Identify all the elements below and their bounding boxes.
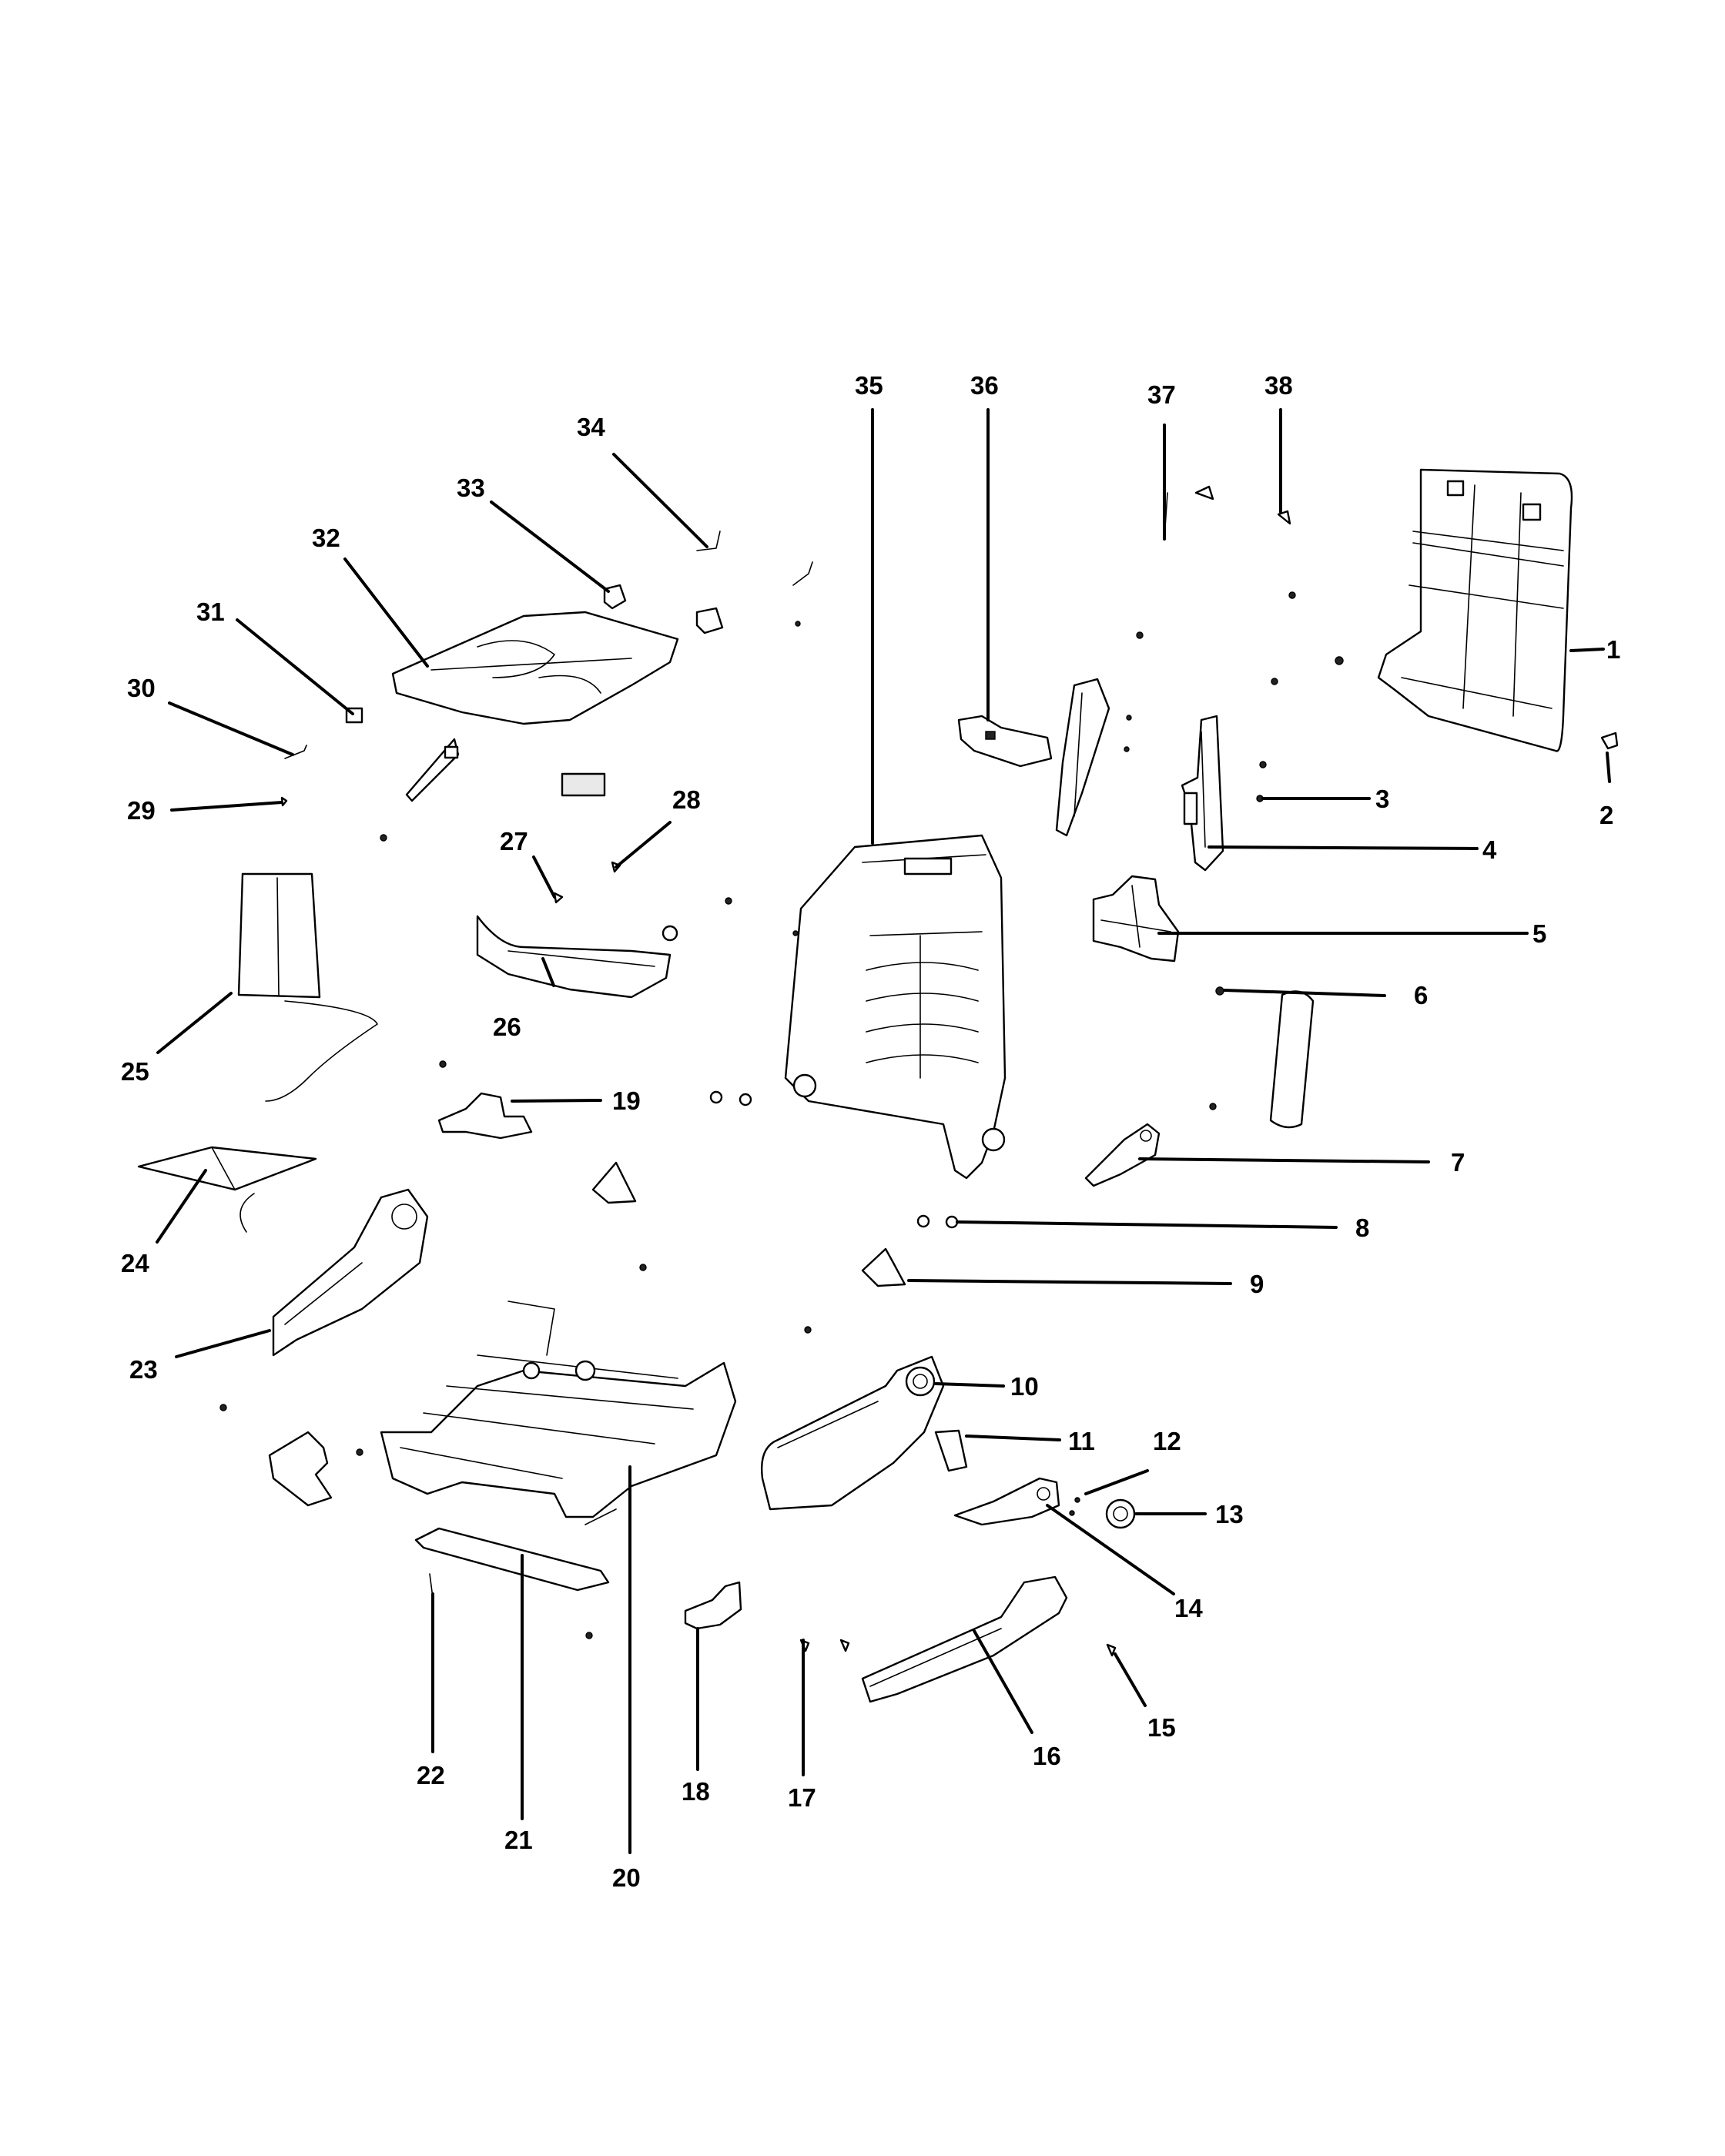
callout-14: 14: [1174, 1594, 1203, 1622]
callout-4: 4: [1482, 835, 1497, 864]
part-10-side-shield: [761, 1355, 945, 1511]
callout-labels: 1 2 3 4 5 6 7 8 9 10 11 12 13 14 15 16 1…: [121, 371, 1620, 1892]
part-16-side-trim: [861, 1575, 1068, 1703]
callout-35: 35: [855, 371, 883, 400]
leader-lines: [156, 408, 1611, 1854]
part-5-lumbar-bracket: [1092, 875, 1180, 962]
part-12-clips: [1069, 1497, 1080, 1516]
callout-19: 19: [612, 1086, 641, 1115]
part-bracket-upper: [1055, 678, 1110, 837]
callout-31: 31: [196, 598, 225, 626]
part-bumper: [695, 607, 724, 634]
callout-17: 17: [788, 1783, 816, 1812]
part-25-back-heater-mat: [237, 872, 378, 1102]
part-2-push-pin: [1600, 732, 1619, 750]
callout-37: 37: [1147, 380, 1176, 409]
part-34-hook: [696, 531, 721, 551]
callout-5: 5: [1532, 919, 1546, 948]
part-33-retainer: [603, 584, 627, 610]
callout-34: 34: [577, 413, 605, 441]
callout-28: 28: [672, 785, 701, 814]
callout-11: 11: [1068, 1427, 1095, 1455]
callout-15: 15: [1147, 1713, 1176, 1742]
callout-12: 12: [1153, 1427, 1181, 1455]
callout-7: 7: [1451, 1148, 1465, 1177]
callout-33: 33: [457, 474, 485, 502]
part-24-heater-mat: [137, 1146, 317, 1233]
part-15-screw: [1106, 1643, 1117, 1657]
callout-26: 26: [493, 1013, 521, 1041]
part-32-seat-cushion-pan: [391, 611, 679, 725]
part-small-pin: [1209, 1103, 1217, 1110]
part-18-bracket: [684, 1581, 742, 1630]
callout-6: 6: [1414, 981, 1428, 1009]
callout-24: 24: [121, 1249, 149, 1277]
callout-3: 3: [1375, 785, 1389, 813]
part-30-hook: [284, 745, 307, 759]
part-20-seat-track-frame: [380, 1301, 737, 1525]
part-23-side-panel: [272, 1188, 429, 1357]
callout-13: 13: [1215, 1500, 1244, 1528]
part-9-small-bracket: [861, 1247, 906, 1287]
part-14-recliner-handle: [953, 1477, 1060, 1526]
part-scattered-fasteners: [219, 591, 1344, 1639]
callout-22: 22: [417, 1761, 445, 1789]
part-36-module: [957, 715, 1053, 768]
callout-9: 9: [1250, 1270, 1264, 1298]
callout-23: 23: [129, 1355, 158, 1384]
callout-18: 18: [682, 1777, 710, 1806]
callout-21: 21: [504, 1826, 533, 1854]
part-17-screws: [799, 1639, 850, 1652]
callout-16: 16: [1033, 1742, 1061, 1770]
callout-8: 8: [1355, 1214, 1369, 1242]
part-21-plate: [414, 1527, 610, 1592]
callout-38: 38: [1264, 371, 1293, 400]
part-37-clip: [1194, 485, 1214, 500]
part-13-knob: [1105, 1498, 1136, 1529]
part-11-cover: [934, 1429, 968, 1472]
callout-32: 32: [312, 524, 340, 552]
part-wire-clip: [792, 561, 813, 586]
part-motor-block: [561, 772, 606, 797]
callout-2: 2: [1599, 801, 1613, 829]
part-26-seat-trim: [476, 915, 672, 999]
callout-30: 30: [127, 674, 156, 702]
part-side-cushion: [1269, 990, 1315, 1129]
part-1-seat-back-panel: [1377, 468, 1573, 752]
callout-29: 29: [127, 796, 156, 825]
callout-25: 25: [121, 1057, 149, 1086]
callout-1: 1: [1606, 635, 1620, 664]
part-6-rivet: [1215, 986, 1224, 996]
callout-20: 20: [612, 1863, 641, 1892]
part-38-clip: [1277, 510, 1291, 525]
callout-10: 10: [1010, 1372, 1039, 1401]
part-7-lever-handle: [1084, 1123, 1161, 1187]
part-8-nuts: [916, 1214, 959, 1229]
part-19-bracket: [437, 1092, 533, 1140]
callout-27: 27: [500, 827, 528, 855]
callout-36: 36: [970, 371, 999, 400]
part-35-seat-back-frame: [784, 834, 1007, 1180]
part-4-side-bracket: [1181, 715, 1224, 872]
